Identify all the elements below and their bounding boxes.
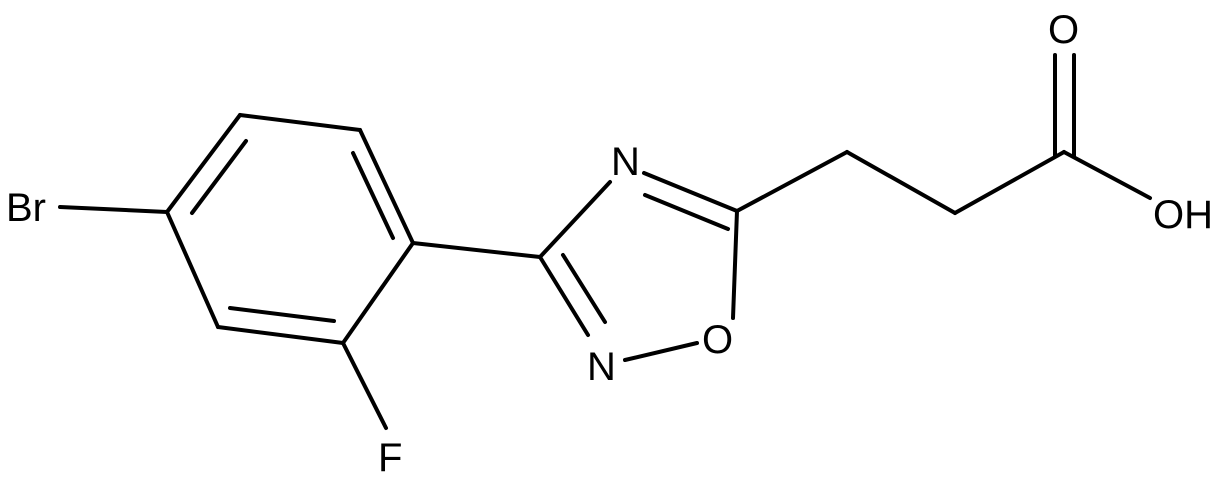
bond-c-br	[58, 205, 169, 214]
bond-c3-n4	[538, 180, 612, 259]
atom-label-o-ring: O	[702, 318, 733, 362]
bond-c4-c5	[341, 241, 415, 345]
atom-label-n-bottom: N	[587, 345, 616, 389]
bond-o1-n2	[623, 341, 699, 362]
bond-n2-c3-double	[561, 253, 607, 324]
bond-c1-c2	[165, 113, 242, 214]
bond-c5-ch2	[735, 150, 849, 213]
atom-label-f: F	[378, 436, 402, 480]
bond-c-oh	[1062, 150, 1152, 200]
bond-ch2-ch2	[845, 150, 957, 215]
atom-label-n-top: N	[611, 140, 640, 184]
bond-c-f	[341, 341, 388, 430]
aromatic-inner-bond	[190, 139, 248, 215]
oxadiazole-ring	[538, 171, 739, 362]
bond-ch2-cooh	[953, 150, 1066, 215]
bond-aryl-oxadiazole	[411, 241, 542, 259]
benzene-ring	[165, 113, 415, 345]
propanoic-acid-chain	[735, 53, 1152, 215]
bond-c6-c1	[165, 210, 220, 329]
aromatic-inner-bond	[228, 306, 336, 323]
bond-c2-c3	[238, 113, 362, 132]
bond-c3-c4	[358, 128, 415, 245]
atom-label-oh: OH	[1153, 193, 1213, 237]
atom-label-o-carbonyl: O	[1048, 8, 1079, 52]
bond-n4-c5-double	[643, 193, 730, 231]
aromatic-inner-bond	[351, 151, 395, 240]
atom-label-br: Br	[6, 186, 46, 230]
bond-n4-c5	[642, 171, 739, 213]
bond-c5-o1	[731, 209, 739, 320]
bond-n2-c3	[538, 255, 590, 337]
bond-c5-c6	[216, 325, 345, 345]
